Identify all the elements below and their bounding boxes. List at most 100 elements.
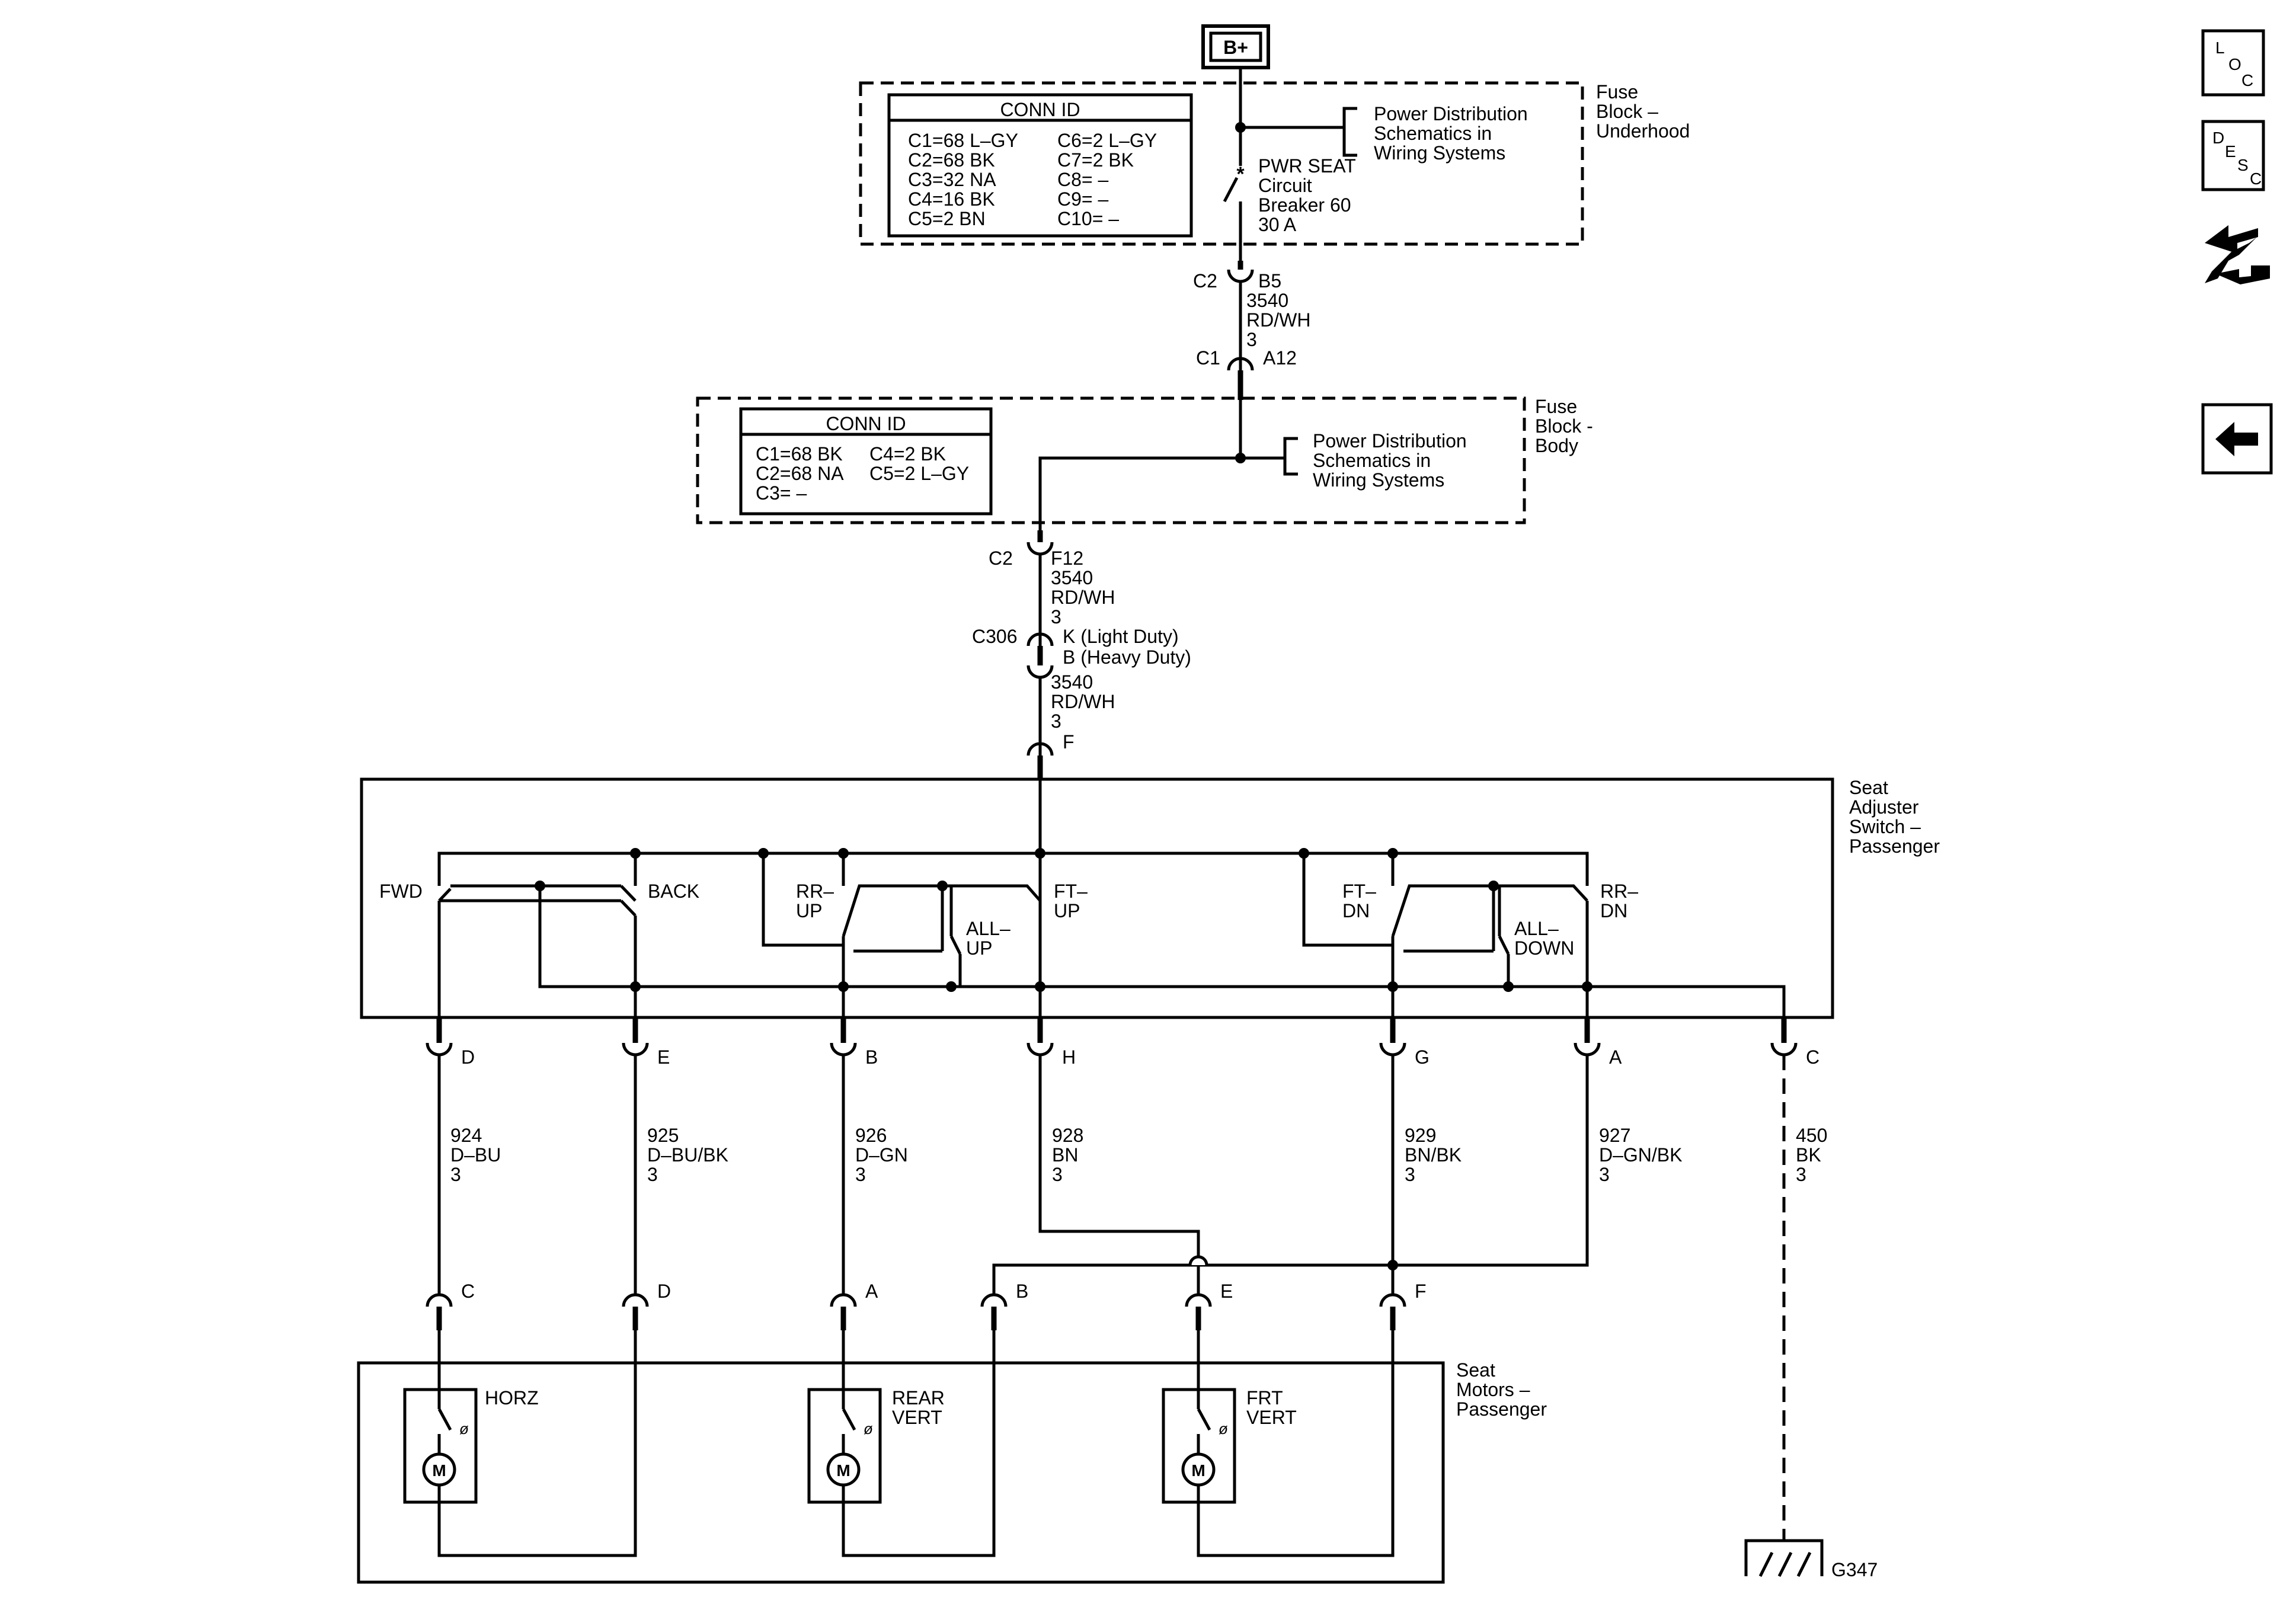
svg-text:C3=32 NA: C3=32 NA bbox=[908, 169, 996, 190]
svg-text:RD/WH: RD/WH bbox=[1051, 691, 1115, 712]
svg-text:ø: ø bbox=[864, 1420, 873, 1438]
svg-text:C2: C2 bbox=[989, 548, 1013, 569]
bplus-label: B+ bbox=[1223, 37, 1248, 58]
svg-text:926: 926 bbox=[855, 1125, 887, 1146]
svg-text:3540: 3540 bbox=[1051, 567, 1093, 588]
svg-text:RR–: RR– bbox=[1600, 881, 1638, 902]
svg-text:FRT: FRT bbox=[1246, 1387, 1283, 1409]
svg-text:C2=68 BK: C2=68 BK bbox=[908, 149, 995, 171]
svg-text:L: L bbox=[2215, 39, 2225, 57]
fuse-block-body: Fuse Block - Body CONN ID C1=68 BK C2=68… bbox=[696, 396, 1593, 533]
svg-text:3: 3 bbox=[1051, 710, 1061, 732]
connector-swap-icon[interactable] bbox=[2205, 225, 2270, 284]
svg-text:C: C bbox=[2250, 169, 2262, 188]
svg-text:925: 925 bbox=[647, 1125, 679, 1146]
svg-text:M: M bbox=[836, 1461, 850, 1480]
svg-text:Schematics in: Schematics in bbox=[1374, 123, 1492, 144]
circuit-3540-top: C2 B5 3540 RD/WH 3 C1 A12 bbox=[1193, 261, 1310, 400]
svg-text:Body: Body bbox=[1535, 435, 1578, 456]
underhood-title: Fuse Block – Underhood bbox=[1596, 81, 1690, 142]
svg-text:Seat: Seat bbox=[1456, 1359, 1495, 1381]
svg-text:B5: B5 bbox=[1258, 270, 1281, 292]
svg-text:BACK: BACK bbox=[648, 881, 699, 902]
pwr-seat-circuit-breaker: * PWR SEAT Circuit Breaker 60 30 A bbox=[1223, 68, 1356, 261]
svg-text:A: A bbox=[1609, 1046, 1622, 1068]
svg-text:Block -: Block - bbox=[1535, 415, 1593, 437]
svg-text:3: 3 bbox=[1246, 329, 1257, 350]
svg-text:3: 3 bbox=[450, 1164, 461, 1185]
svg-text:Passenger: Passenger bbox=[1849, 836, 1940, 857]
seat-adjuster-switch: Seat Adjuster Switch – Passenger bbox=[360, 777, 1940, 1019]
svg-text:30 A: 30 A bbox=[1258, 214, 1297, 235]
svg-text:RR–: RR– bbox=[796, 881, 834, 902]
svg-text:M: M bbox=[1191, 1461, 1205, 1480]
svg-text:3: 3 bbox=[1052, 1164, 1063, 1185]
svg-text:O: O bbox=[2228, 55, 2241, 73]
svg-text:VERT: VERT bbox=[1246, 1407, 1297, 1428]
svg-text:ALL–: ALL– bbox=[1514, 918, 1559, 939]
svg-text:450: 450 bbox=[1796, 1125, 1827, 1146]
svg-text:S: S bbox=[2237, 156, 2249, 174]
svg-text:*: * bbox=[1236, 163, 1245, 185]
svg-text:Fuse: Fuse bbox=[1596, 81, 1638, 103]
body-conn-id-table: CONN ID C1=68 BK C2=68 NA C3= – C4=2 BK … bbox=[739, 407, 993, 516]
svg-text:UP: UP bbox=[1054, 900, 1080, 921]
svg-text:C6=2 L–GY: C6=2 L–GY bbox=[1057, 130, 1157, 151]
svg-text:Fuse: Fuse bbox=[1535, 396, 1577, 417]
svg-text:C4=2 BK: C4=2 BK bbox=[869, 443, 946, 465]
all-down-switch: FT– DN ALL– DOWN RR– DN bbox=[1342, 881, 1638, 1017]
svg-text:D–GN: D–GN bbox=[855, 1144, 908, 1166]
svg-text:Power Distribution: Power Distribution bbox=[1374, 103, 1528, 124]
svg-text:Passenger: Passenger bbox=[1456, 1398, 1547, 1420]
svg-text:PWR SEAT: PWR SEAT bbox=[1258, 155, 1356, 177]
svg-text:REAR: REAR bbox=[892, 1387, 945, 1409]
svg-text:3: 3 bbox=[1051, 606, 1061, 628]
svg-text:C4=16 BK: C4=16 BK bbox=[908, 188, 995, 210]
back-button[interactable] bbox=[2201, 403, 2273, 475]
svg-text:E: E bbox=[1220, 1281, 1233, 1302]
svg-text:3: 3 bbox=[1599, 1164, 1610, 1185]
underhood-power-distribution-ref: Power Distribution Schematics in Wiring … bbox=[1235, 103, 1528, 164]
svg-text:C2: C2 bbox=[1193, 270, 1217, 292]
all-up-switch: RR– UP ALL– UP FT– UP bbox=[796, 853, 1088, 1017]
svg-text:D: D bbox=[657, 1281, 671, 1302]
svg-text:3: 3 bbox=[855, 1164, 866, 1185]
motor-connectors: C D A B E F bbox=[426, 1281, 1427, 1330]
svg-text:Breaker 60: Breaker 60 bbox=[1258, 194, 1351, 216]
svg-text:B: B bbox=[1016, 1281, 1028, 1302]
desc-button[interactable]: D E S C bbox=[2201, 120, 2265, 191]
svg-text:K (Light Duty): K (Light Duty) bbox=[1063, 626, 1179, 647]
circuit-labels: 924 D–BU 3 925 D–BU/BK 3 926 D–GN 3 928 … bbox=[450, 1125, 1827, 1185]
svg-text:B (Heavy Duty): B (Heavy Duty) bbox=[1063, 646, 1191, 668]
svg-text:A: A bbox=[865, 1281, 878, 1302]
svg-text:FWD: FWD bbox=[379, 881, 423, 902]
svg-text:FT–: FT– bbox=[1342, 881, 1376, 902]
svg-text:Power Distribution: Power Distribution bbox=[1313, 430, 1467, 452]
svg-text:BN: BN bbox=[1052, 1144, 1078, 1166]
svg-text:E: E bbox=[2225, 142, 2236, 161]
fuse-block-underhood: Fuse Block – Underhood CONN ID C1=68 L–G… bbox=[859, 68, 1690, 261]
svg-text:928: 928 bbox=[1052, 1125, 1083, 1146]
svg-text:Block –: Block – bbox=[1596, 101, 1658, 122]
svg-text:DOWN: DOWN bbox=[1514, 937, 1574, 959]
svg-text:Motors –: Motors – bbox=[1456, 1379, 1530, 1400]
svg-text:C306: C306 bbox=[972, 626, 1018, 647]
svg-text:H: H bbox=[1062, 1046, 1076, 1068]
svg-text:VERT: VERT bbox=[892, 1407, 942, 1428]
svg-text:E: E bbox=[657, 1046, 670, 1068]
svg-text:ALL–: ALL– bbox=[966, 918, 1011, 939]
svg-text:RD/WH: RD/WH bbox=[1246, 309, 1310, 331]
body-title: Fuse Block - Body bbox=[1535, 396, 1593, 456]
svg-text:M: M bbox=[432, 1461, 446, 1480]
loc-button[interactable]: L O C bbox=[2201, 29, 2265, 97]
svg-text:BK: BK bbox=[1796, 1144, 1821, 1166]
svg-text:ø: ø bbox=[459, 1420, 469, 1438]
svg-text:C3= –: C3= – bbox=[756, 482, 807, 504]
svg-text:D–GN/BK: D–GN/BK bbox=[1599, 1144, 1682, 1166]
svg-text:C: C bbox=[461, 1281, 475, 1302]
svg-text:CONN ID: CONN ID bbox=[826, 413, 906, 434]
horz-motor: ø M HORZ bbox=[403, 1330, 637, 1557]
svg-text:Seat: Seat bbox=[1849, 777, 1888, 798]
svg-text:C7=2 BK: C7=2 BK bbox=[1057, 149, 1134, 171]
